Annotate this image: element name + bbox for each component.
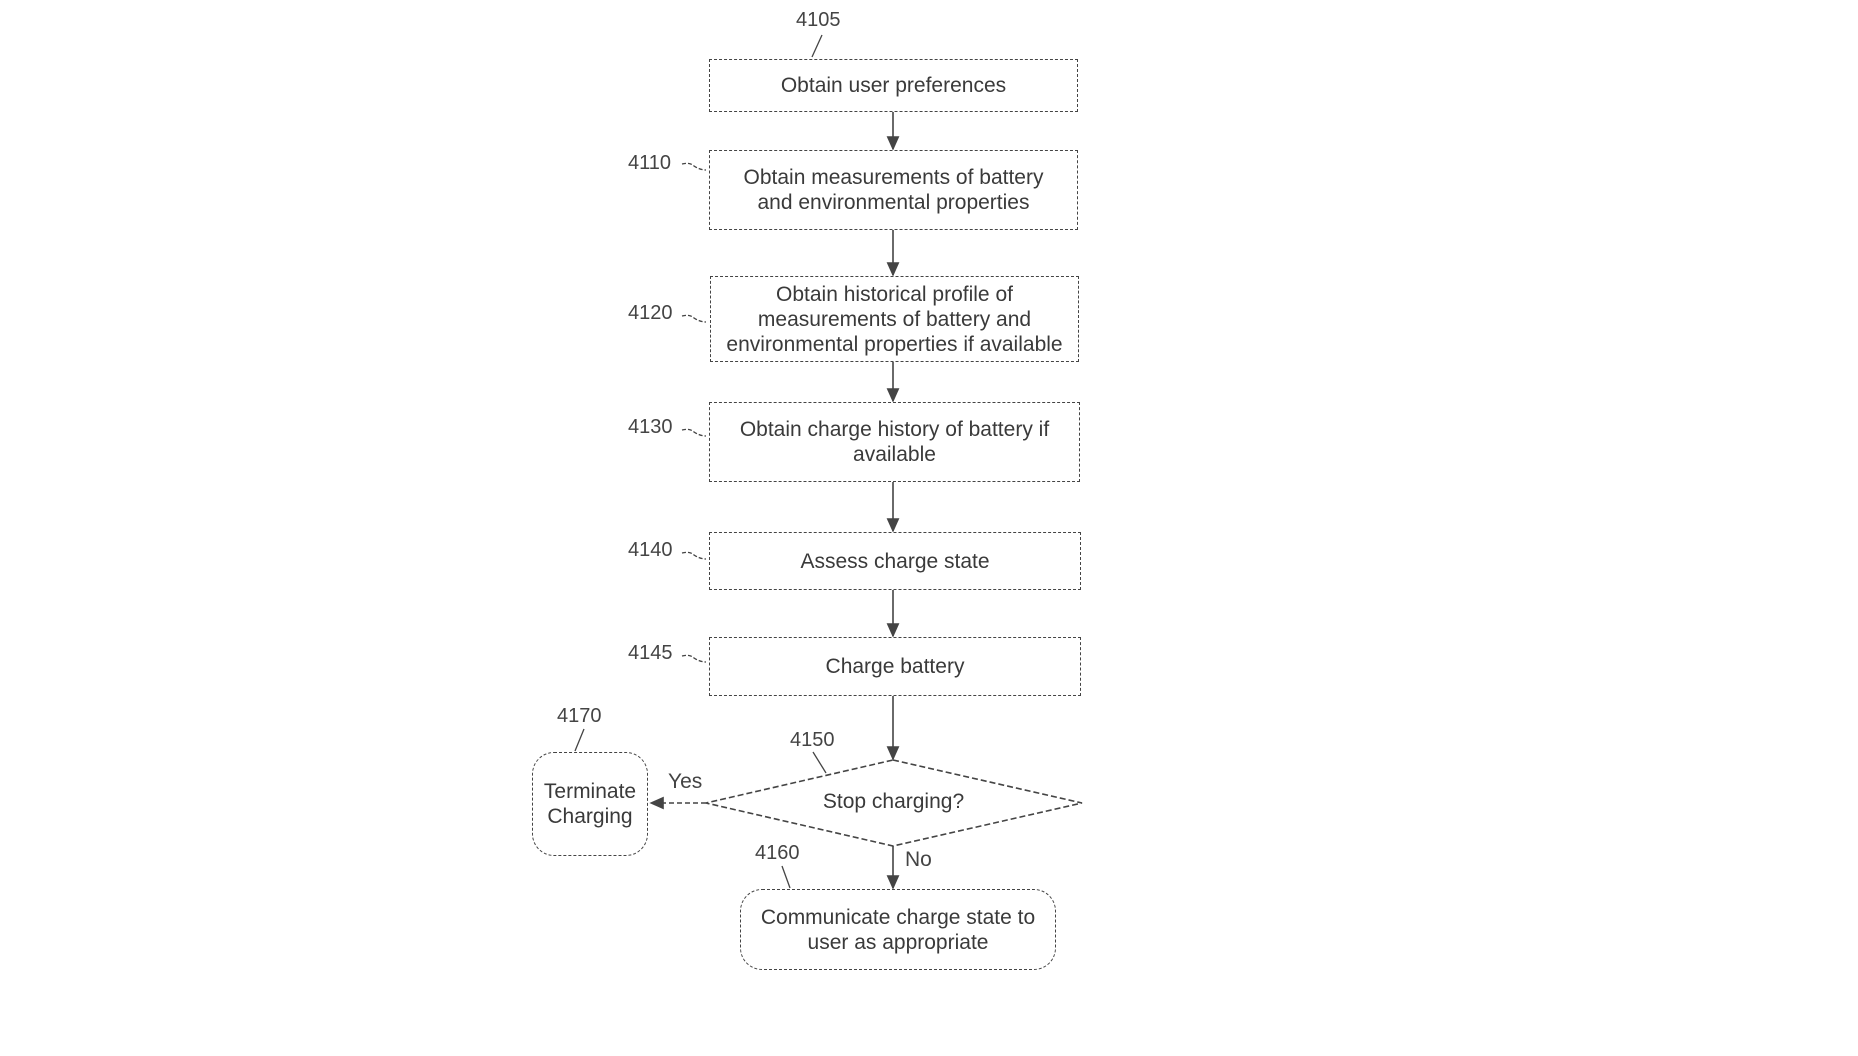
step-text-4105: Obtain user preferences [780,74,1007,97]
step-text-4120-line1: Obtain historical profile of [776,282,1013,306]
no-edge-label: No [905,848,932,871]
step-text-4110-line1: Obtain measurements of battery [743,166,1044,189]
terminal-box-4160: Communicate charge state to user as appr… [740,889,1056,970]
yes-edge-label: Yes [668,770,703,793]
ref-label-4105: 4105 [796,9,841,31]
step-text-4120-line3: environmental properties if available [726,332,1063,356]
terminal-text-4170-line2: Charging [547,805,633,828]
leader-4110 [681,162,707,171]
step-box-4120: Obtain historical profile of measurement… [710,276,1079,362]
decision-diamond-4150 [705,759,1083,847]
step-box-4145: Charge battery [709,637,1081,696]
step-text-4140: Assess charge state [800,549,990,573]
ref-label-4130: 4130 [628,416,673,438]
decision-text-4150: Stop charging? [822,790,965,813]
leader-4170 [574,728,585,752]
ref-label-4145: 4145 [628,642,673,664]
terminal-text-4160-line1: Communicate charge state to [760,905,1036,929]
step-text-4130-line1: Obtain charge history of battery if [739,418,1050,441]
leader-4145 [681,654,707,663]
leader-4150 [812,751,827,774]
step-box-4130: Obtain charge history of battery if avai… [709,402,1080,482]
ref-label-4170: 4170 [557,705,602,727]
leader-4105 [811,34,823,58]
terminal-box-4170: Terminate Charging [532,752,648,856]
step-box-4140: Assess charge state [709,532,1081,590]
ref-label-4140: 4140 [628,539,673,561]
leader-4160 [781,865,791,889]
leader-4120 [681,314,707,323]
ref-label-4160: 4160 [755,842,800,864]
leader-4140 [681,551,707,560]
step-text-4130-line2: available [853,443,936,466]
step-text-4145: Charge battery [825,655,965,678]
leader-4130 [681,428,707,437]
ref-label-4150: 4150 [790,729,835,751]
ref-label-4120: 4120 [628,302,673,324]
step-text-4110-line2: and environmental properties [757,191,1030,214]
terminal-text-4170-line1: Terminate [543,780,637,803]
ref-label-4110: 4110 [628,152,672,174]
step-box-4105: Obtain user preferences [709,59,1078,112]
terminal-text-4160-line2: user as appropriate [807,930,989,954]
step-box-4110: Obtain measurements of battery and envir… [709,150,1078,230]
step-text-4120-line2: measurements of battery and [757,307,1032,331]
